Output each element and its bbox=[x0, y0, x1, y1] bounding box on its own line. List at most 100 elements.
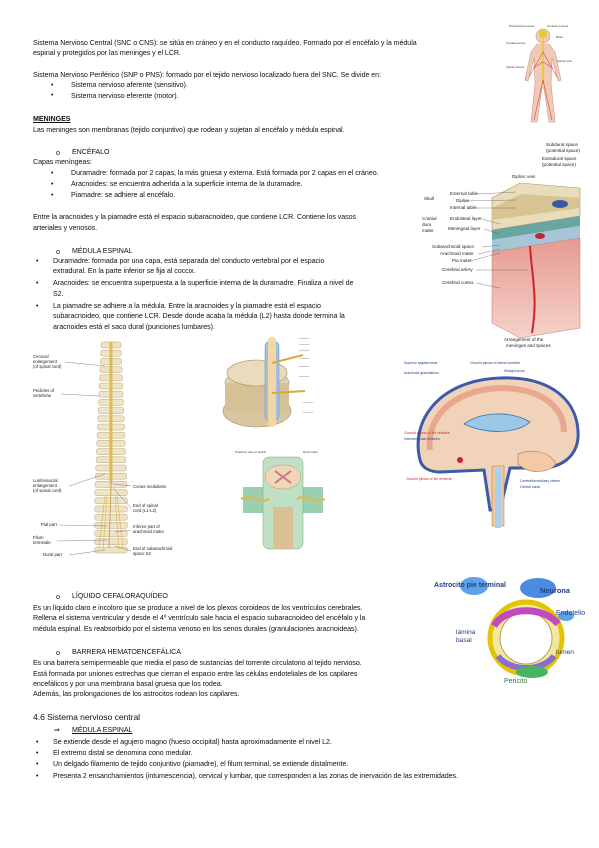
svg-text:Meningeal layer: Meningeal layer bbox=[448, 226, 481, 231]
sub-bullet: o bbox=[56, 592, 60, 601]
svg-text:Central nervous: Central nervous bbox=[547, 24, 569, 28]
bbb-lumen-label: lumen bbox=[556, 649, 574, 656]
svg-text:———: ——— bbox=[299, 342, 310, 346]
sec46-item: Un delgado filamento de tejido conjuntiv… bbox=[53, 760, 349, 768]
svg-text:meninges and spaces: meninges and spaces bbox=[506, 343, 551, 348]
svg-text:Subarachnoid space: Subarachnoid space bbox=[432, 244, 474, 249]
bullet-dot: • bbox=[36, 303, 39, 310]
svg-text:———: ——— bbox=[303, 410, 314, 414]
svg-text:Superior sagittal sinus: Superior sagittal sinus bbox=[404, 361, 438, 365]
svg-text:———: ——— bbox=[299, 364, 310, 368]
svg-text:Diploic vein: Diploic vein bbox=[512, 174, 536, 179]
svg-text:Cervical: Cervical bbox=[33, 354, 49, 359]
snc-paragraph-cont: espinal y protegidos por las meninges y … bbox=[33, 49, 181, 57]
svg-text:Cranial nerves: Cranial nerves bbox=[506, 41, 526, 45]
svg-text:———: ——— bbox=[299, 374, 310, 378]
snp-item-afferent: Sistema nervioso aferente (sensitivo). bbox=[71, 81, 188, 89]
blood-brain-barrier-figure: Astrocito pie terminal Neurona Endotelio… bbox=[434, 576, 586, 688]
meninges-paragraph: Las meninges son membranas (tejido conju… bbox=[33, 126, 345, 134]
svg-text:Straight sinus: Straight sinus bbox=[504, 369, 525, 373]
sec46-item: Se extiende desde el agujero magno (hues… bbox=[53, 738, 332, 746]
svg-text:(of spinal cord): (of spinal cord) bbox=[33, 488, 62, 493]
svg-text:Cerebellomedullary cistern: Cerebellomedullary cistern bbox=[520, 479, 560, 483]
bhe-heading: BARRERA HEMATOENCEFÁLICA bbox=[72, 648, 181, 656]
bullet-dot: • bbox=[51, 170, 54, 177]
svg-text:Brain: Brain bbox=[556, 35, 563, 39]
sec46-item: Presenta 2 ensanchamientos (intumescenci… bbox=[53, 772, 458, 780]
bhe-line: encefálicos y por una membrana basal gru… bbox=[33, 680, 223, 688]
svg-text:Arrangement of the: Arrangement of the bbox=[504, 337, 544, 342]
sec46-item: El extremo distal se denomina cono medul… bbox=[53, 749, 193, 757]
svg-text:Dural part: Dural part bbox=[43, 552, 63, 557]
arrow-bullet: ⇒ bbox=[54, 726, 60, 734]
svg-text:space S2: space S2 bbox=[133, 551, 152, 556]
sub-bullet: o bbox=[56, 648, 60, 657]
svg-text:Spinal nerves: Spinal nerves bbox=[506, 65, 525, 69]
svg-text:Internal table: Internal table bbox=[450, 205, 477, 210]
svg-text:Choroid plexus of 3rd ventricl: Choroid plexus of 3rd ventricle bbox=[404, 431, 450, 435]
svg-text:———: ——— bbox=[299, 356, 310, 360]
bbb-neuron-label: Neurona bbox=[540, 586, 570, 595]
svg-text:End of subarachnoid: End of subarachnoid bbox=[133, 546, 173, 551]
sagittal-brain-figure: Superior sagittal sinus Choroid plexus o… bbox=[400, 360, 590, 530]
encefalo-item-piamadre: Piamadre: se adhiere al encéfalo. bbox=[71, 191, 176, 199]
svg-text:Pedicles of: Pedicles of bbox=[33, 388, 55, 393]
svg-text:cord (L1-L2): cord (L1-L2) bbox=[133, 508, 157, 513]
bbb-astrocyte-label: Astrocito pie terminal bbox=[434, 582, 506, 589]
lcr-line: Rellena el sistema ventricular y desde e… bbox=[33, 614, 366, 622]
svg-text:Conus medullaris: Conus medullaris bbox=[133, 484, 166, 489]
bhe-line: Es una barrera semipermeable que media e… bbox=[33, 659, 362, 667]
subarachnoid-paragraph: Entre la aracnoides y la piamadre está e… bbox=[33, 213, 357, 221]
medula-line: La piamadre se adhiere a la médula. Entr… bbox=[53, 302, 321, 310]
svg-text:Inferior part of: Inferior part of bbox=[133, 524, 161, 529]
snp-paragraph: Sistema Nervioso Periférico (SNP o PNS):… bbox=[33, 71, 381, 79]
svg-text:(of spinal cord): (of spinal cord) bbox=[33, 364, 62, 369]
meninges-layers-figure: Subdural space (potential space) Extradu… bbox=[420, 138, 588, 350]
medula-line: extradural. En la parte inferior se fija… bbox=[53, 267, 196, 275]
bullet-dot: • bbox=[36, 773, 39, 780]
encefalo-item-duramadre: Duramadre: formada por 2 capas, la más g… bbox=[71, 169, 379, 177]
medula-line: S2. bbox=[53, 290, 64, 298]
medula-line: subaracnoideo, que contiene LCR. Desde d… bbox=[53, 312, 345, 320]
bullet-dot: • bbox=[36, 750, 39, 757]
svg-text:Peripheral nervous: Peripheral nervous bbox=[509, 24, 535, 28]
svg-text:Interventricular foramen: Interventricular foramen bbox=[404, 437, 440, 441]
svg-text:Cerebral artery: Cerebral artery bbox=[442, 267, 473, 272]
bhe-line: Está formada por uniones estrechas que c… bbox=[33, 670, 358, 678]
nervous-system-body-figure: Peripheral nervous Central nervous Crani… bbox=[503, 22, 573, 132]
lcr-heading: LÍQUIDO CEFALORAQUÍDEO bbox=[72, 592, 168, 600]
subarachnoid-paragraph-cont: arteriales y venosos. bbox=[33, 224, 98, 232]
vertebral-column-figure: Cervical enlargement (of spinal cord) Pe… bbox=[33, 336, 193, 568]
vertebra bbox=[94, 513, 128, 521]
svg-text:Lumbosacral: Lumbosacral bbox=[33, 478, 58, 483]
bullet-dot: • bbox=[36, 280, 39, 287]
bbb-endothelium-label: Endotelio bbox=[556, 610, 586, 617]
svg-text:Cerebral cortex: Cerebral cortex bbox=[442, 280, 474, 285]
bullet-dot: • bbox=[51, 192, 54, 199]
svg-text:Choroid plexus of lateral vent: Choroid plexus of lateral ventricle bbox=[470, 361, 520, 365]
svg-text:Filum: Filum bbox=[33, 535, 44, 540]
svg-text:Arachnoid granulations: Arachnoid granulations bbox=[404, 371, 439, 375]
vertebra bbox=[94, 538, 128, 546]
svg-text:terminale: terminale bbox=[33, 540, 51, 545]
svg-text:Extradural space: Extradural space bbox=[542, 156, 577, 161]
medula-line: Aracnoides: se encuentra superpuesta a l… bbox=[53, 279, 354, 287]
medula-line: Duramadre: formada por una capa, está se… bbox=[53, 257, 325, 265]
lcr-line: médula espinal. Es reabsorbido por el si… bbox=[33, 625, 359, 633]
bbb-basal-lamina-label: lámina basal bbox=[456, 629, 476, 644]
bhe-line: Además, las prolongaciones de los astroc… bbox=[33, 690, 240, 698]
svg-text:Cranial: Cranial bbox=[422, 216, 437, 221]
svg-text:(potential space): (potential space) bbox=[542, 162, 576, 167]
bullet-dot: • bbox=[51, 82, 54, 89]
bullet-dot: • bbox=[36, 739, 39, 746]
svg-text:enlargement: enlargement bbox=[33, 483, 58, 488]
svg-text:Spinal cord: Spinal cord bbox=[557, 59, 572, 63]
svg-text:Choroid plexus of 4th ventricl: Choroid plexus of 4th ventricle bbox=[406, 477, 452, 481]
medula-line: aracnoides está el saco dural (punciones… bbox=[53, 323, 215, 331]
svg-text:Arachnoid mater: Arachnoid mater bbox=[440, 251, 474, 256]
vertebra bbox=[94, 530, 128, 537]
vertebra-cord-figure: ————————— ————————— —————— bbox=[207, 333, 331, 439]
svg-text:End of spinal: End of spinal bbox=[133, 503, 158, 508]
svg-text:Endosteal layer: Endosteal layer bbox=[450, 216, 482, 221]
svg-text:mater: mater bbox=[422, 228, 434, 233]
